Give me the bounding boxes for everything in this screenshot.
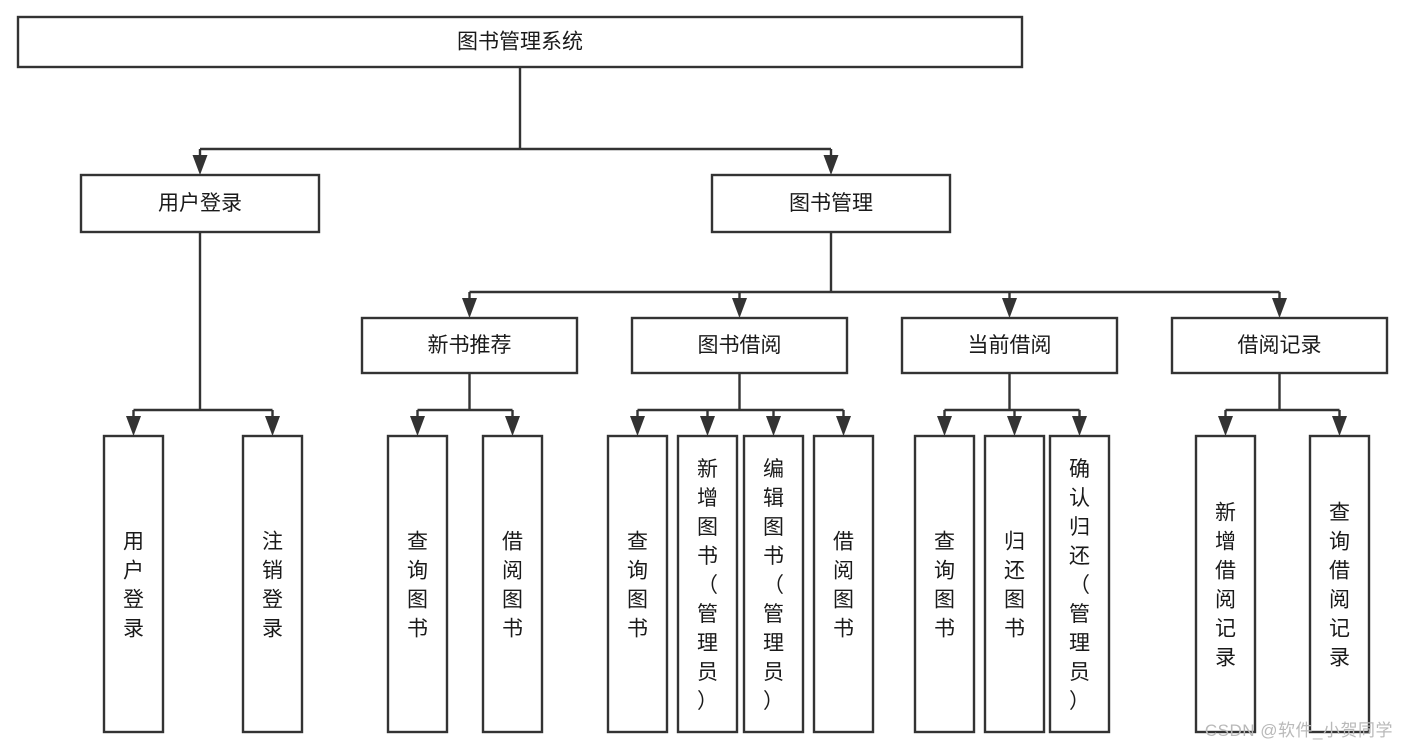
node-box[interactable] — [812, 434, 875, 734]
arrow-head-icon — [1002, 298, 1017, 318]
node-box[interactable] — [676, 434, 739, 734]
arrow-head-icon — [126, 416, 141, 436]
connector-group — [937, 373, 1087, 436]
node-box[interactable] — [1170, 316, 1389, 375]
arrow-head-icon — [732, 298, 747, 318]
node-leaf-9[interactable]: 查询图书 — [913, 434, 976, 734]
connector-group — [126, 232, 280, 436]
node-label: 图书管理系统 — [457, 31, 583, 54]
node-box[interactable] — [1194, 434, 1257, 734]
arrow-head-icon — [462, 298, 477, 318]
node-box[interactable] — [630, 316, 849, 375]
node-label: 用户登录 — [158, 192, 242, 215]
node-label: 图书管理 — [789, 192, 873, 215]
arrow-head-icon — [766, 416, 781, 436]
node-box[interactable] — [710, 173, 952, 234]
arrow-head-icon — [823, 155, 839, 175]
node-label: 借阅图书 — [833, 531, 854, 641]
node-box[interactable] — [983, 434, 1046, 734]
node-label: 新增图书（管理员） — [697, 458, 718, 713]
node-login[interactable]: 用户登录 — [79, 173, 321, 234]
connector-group — [410, 373, 520, 436]
arrow-head-icon — [1272, 298, 1287, 318]
node-box[interactable] — [481, 434, 544, 734]
nodes-layer: 图书管理系统用户登录图书管理新书推荐图书借阅当前借阅借阅记录用户登录注销登录查询… — [16, 15, 1389, 734]
node-box[interactable] — [360, 316, 579, 375]
arrow-head-icon — [1072, 416, 1087, 436]
connector-group — [192, 67, 839, 175]
node-label: 用户登录 — [123, 531, 144, 641]
node-bookmgmt[interactable]: 图书管理 — [710, 173, 952, 234]
node-label: 归还图书 — [1004, 531, 1025, 641]
arrow-head-icon — [700, 416, 715, 436]
node-leaf-13[interactable]: 查询借阅记录 — [1308, 434, 1371, 734]
node-box[interactable] — [606, 434, 669, 734]
node-box[interactable] — [913, 434, 976, 734]
node-label: 新增借阅记录 — [1215, 502, 1236, 670]
node-current[interactable]: 当前借阅 — [900, 316, 1119, 375]
connector-group — [630, 373, 851, 436]
node-box[interactable] — [1048, 434, 1111, 734]
arrow-head-icon — [630, 416, 645, 436]
node-box[interactable] — [1308, 434, 1371, 734]
watermark-label: CSDN @软件_小贺同学 — [1204, 721, 1393, 740]
arrow-head-icon — [192, 155, 208, 175]
node-label: 查询图书 — [627, 531, 648, 641]
node-box[interactable] — [102, 434, 165, 734]
node-leaf-4[interactable]: 借阅图书 — [481, 434, 544, 734]
node-label: 确认归还（管理员） — [1069, 458, 1090, 713]
node-label: 图书借阅 — [698, 334, 782, 357]
arrow-head-icon — [1332, 416, 1347, 436]
node-label: 查询图书 — [934, 531, 955, 641]
node-label: 借阅图书 — [502, 531, 523, 641]
node-leaf-2[interactable]: 注销登录 — [241, 434, 304, 734]
node-box[interactable] — [742, 434, 805, 734]
node-label: 编辑图书（管理员） — [763, 458, 784, 713]
node-label: 查询借阅记录 — [1329, 502, 1350, 670]
arrow-head-icon — [265, 416, 280, 436]
node-label: 新书推荐 — [428, 334, 512, 357]
node-box[interactable] — [16, 15, 1024, 69]
node-leaf-5[interactable]: 查询图书 — [606, 434, 669, 734]
node-leaf-6[interactable]: 新增图书（管理员） — [676, 434, 739, 734]
node-label: 注销登录 — [262, 531, 283, 641]
node-leaf-10[interactable]: 归还图书 — [983, 434, 1046, 734]
node-box[interactable] — [900, 316, 1119, 375]
arrow-head-icon — [410, 416, 425, 436]
node-box[interactable] — [79, 173, 321, 234]
node-leaf-11[interactable]: 确认归还（管理员） — [1048, 434, 1111, 734]
node-root[interactable]: 图书管理系统 — [16, 15, 1024, 69]
connector-group — [1218, 373, 1347, 436]
node-borrow[interactable]: 图书借阅 — [630, 316, 849, 375]
arrow-head-icon — [937, 416, 952, 436]
connectors-layer — [126, 67, 1347, 436]
node-box[interactable] — [386, 434, 449, 734]
arrow-head-icon — [1218, 416, 1233, 436]
node-label: 查询图书 — [407, 531, 428, 641]
connector-group — [462, 232, 1287, 318]
node-records[interactable]: 借阅记录 — [1170, 316, 1389, 375]
node-leaf-7[interactable]: 编辑图书（管理员） — [742, 434, 805, 734]
node-leaf-8[interactable]: 借阅图书 — [812, 434, 875, 734]
node-label: 借阅记录 — [1238, 334, 1322, 357]
arrow-head-icon — [836, 416, 851, 436]
node-label: 当前借阅 — [968, 334, 1052, 357]
arrow-head-icon — [1007, 416, 1022, 436]
node-leaf-3[interactable]: 查询图书 — [386, 434, 449, 734]
node-leaf-12[interactable]: 新增借阅记录 — [1194, 434, 1257, 734]
node-leaf-1[interactable]: 用户登录 — [102, 434, 165, 734]
node-box[interactable] — [241, 434, 304, 734]
arrow-head-icon — [505, 416, 520, 436]
node-newbook[interactable]: 新书推荐 — [360, 316, 579, 375]
